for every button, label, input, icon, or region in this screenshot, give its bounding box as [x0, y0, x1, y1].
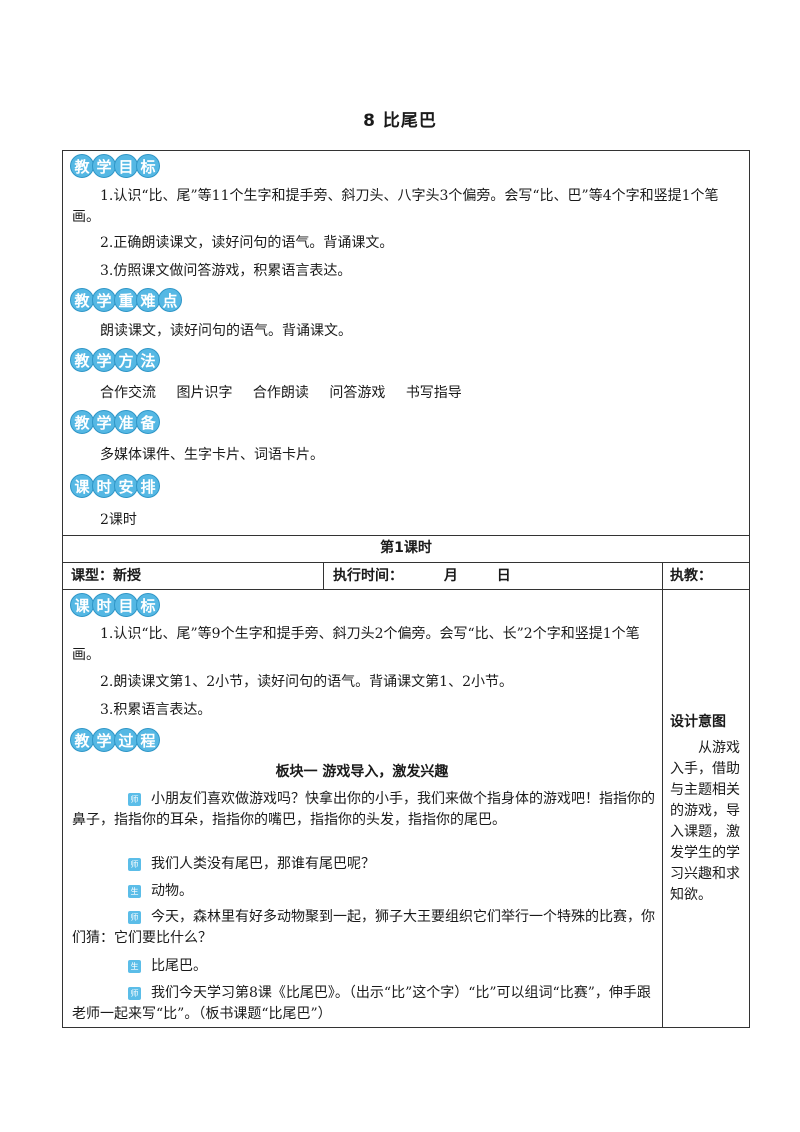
student-role-icon: 生	[128, 885, 141, 898]
method-item: 合作交流	[100, 385, 156, 401]
heading-char: 时	[92, 474, 116, 498]
design-intent-text: 从游戏入手，借助与主题相关的游戏，导入课题，激发学生的学习兴趣和求知欲。	[670, 740, 740, 903]
teacher-role-icon: 师	[128, 911, 141, 924]
heading-char: 时	[92, 593, 116, 617]
heading-char: 法	[136, 348, 160, 372]
heading-preparation: 教 学 准 备	[70, 409, 160, 435]
heading-char: 学	[92, 154, 116, 178]
table-divider	[62, 589, 750, 590]
teacher-role-icon: 师	[128, 793, 141, 806]
heading-char: 排	[136, 474, 160, 498]
heading-char: 学	[92, 728, 116, 752]
heading-char: 标	[136, 154, 160, 178]
heading-char: 目	[114, 154, 138, 178]
heading-char: 点	[158, 288, 182, 312]
execution-time: 执行时间： 月 日	[333, 567, 511, 585]
heading-char: 重	[114, 288, 138, 312]
lesson-goal-item: 3.积累语言表达。	[100, 702, 212, 718]
student-role-icon: 生	[128, 960, 141, 973]
teacher-role-icon: 师	[128, 987, 141, 1000]
schedule-text: 2课时	[100, 512, 137, 528]
dialogue-text: 我们今天学习第8课《比尾巴》。（出示“比”这个字）“比”可以组词“比赛”，伸手跟…	[72, 985, 651, 1022]
method-item: 问答游戏	[329, 385, 386, 401]
heading-char: 备	[136, 410, 160, 434]
month-label: 月	[443, 568, 458, 584]
heading-lesson-goals: 课 时 目 标	[70, 592, 160, 618]
dialogue-line: 师我们人类没有尾巴，那谁有尾巴呢？	[128, 855, 375, 873]
dialogue-text: 今天，森林里有好多动物聚到一起，狮子大王要组织它们举行一个特殊的比赛，你们猜：它…	[72, 909, 655, 946]
heading-char: 课	[70, 593, 94, 617]
table-divider	[62, 535, 750, 536]
heading-char: 程	[136, 728, 160, 752]
heading-char: 学	[92, 348, 116, 372]
heading-char: 安	[114, 474, 138, 498]
heading-char: 教	[70, 288, 94, 312]
teacher-label: 执教：	[670, 568, 712, 584]
heading-teaching-goals: 教 学 目 标	[70, 153, 160, 179]
heading-char: 教	[70, 348, 94, 372]
method-item: 书写指导	[405, 385, 462, 401]
heading-char: 准	[114, 410, 138, 434]
heading-key-points: 教 学 重 难 点	[70, 287, 182, 313]
table-divider	[62, 562, 750, 563]
heading-process: 教 学 过 程	[70, 727, 160, 753]
goal-item: 2.正确朗读课文，读好问句的语气。背诵课文。	[100, 235, 394, 251]
dialogue-line: 师小朋友们喜欢做游戏吗？快拿出你的小手，我们来做个指身体的游戏吧！指指你的鼻子，…	[72, 789, 656, 831]
lesson-title: 第1课时	[380, 540, 432, 556]
table-divider	[323, 562, 324, 589]
heading-char: 教	[70, 154, 94, 178]
design-intent-title: 设计意图	[670, 714, 726, 730]
dialogue-text: 小朋友们喜欢做游戏吗？快拿出你的小手，我们来做个指身体的游戏吧！指指你的鼻子，指…	[72, 791, 655, 828]
lesson-goal-item: 1.认识“比、尾”等9个生字和提手旁、斜刀头2个偏旁。会写“比、长”2个字和竖提…	[72, 626, 640, 663]
goal-item: 1.认识“比、尾”等11个生字和提手旁、斜刀头、八字头3个偏旁。会写“比、巴”等…	[72, 188, 719, 225]
methods-list: 合作交流 图片识字 合作朗读 问答游戏 书写指导	[100, 384, 462, 402]
document-title: 8 比尾巴	[363, 111, 437, 131]
heading-char: 难	[136, 288, 160, 312]
key-points-text: 朗读课文，读好问句的语气。背诵课文。	[100, 323, 352, 339]
lesson-type: 课型：新授	[71, 568, 141, 584]
heading-char: 教	[70, 410, 94, 434]
method-item: 图片识字	[176, 385, 233, 401]
heading-char: 学	[92, 410, 116, 434]
dialogue-text: 比尾巴。	[151, 958, 207, 974]
heading-char: 目	[114, 593, 138, 617]
dialogue-text: 动物。	[151, 883, 193, 899]
heading-char: 学	[92, 288, 116, 312]
goal-item: 3.仿照课文做问答游戏，积累语言表达。	[100, 263, 352, 279]
heading-char: 方	[114, 348, 138, 372]
dialogue-line: 生动物。	[128, 882, 193, 900]
lesson-goal-item: 2.朗读课文第1、2小节，读好问句的语气。背诵课文第1、2小节。	[100, 674, 513, 690]
preparation-text: 多媒体课件、生字卡片、词语卡片。	[100, 447, 324, 463]
teacher-role-icon: 师	[128, 858, 141, 871]
execution-time-label: 执行时间：	[333, 568, 403, 584]
table-divider	[662, 562, 663, 1028]
heading-char: 课	[70, 474, 94, 498]
day-label: 日	[496, 568, 511, 584]
heading-char: 教	[70, 728, 94, 752]
dialogue-text: 我们人类没有尾巴，那谁有尾巴呢？	[151, 856, 375, 872]
method-item: 合作朗读	[252, 385, 309, 401]
dialogue-line: 生比尾巴。	[128, 957, 207, 975]
heading-schedule: 课 时 安 排	[70, 473, 160, 499]
dialogue-line: 师今天，森林里有好多动物聚到一起，狮子大王要组织它们举行一个特殊的比赛，你们猜：…	[72, 907, 656, 949]
section-title: 板块一 游戏导入，激发兴趣	[275, 764, 449, 780]
heading-char: 标	[136, 593, 160, 617]
dialogue-line: 师我们今天学习第8课《比尾巴》。（出示“比”这个字）“比”可以组词“比赛”，伸手…	[72, 983, 656, 1025]
heading-char: 过	[114, 728, 138, 752]
heading-methods: 教 学 方 法	[70, 347, 160, 373]
